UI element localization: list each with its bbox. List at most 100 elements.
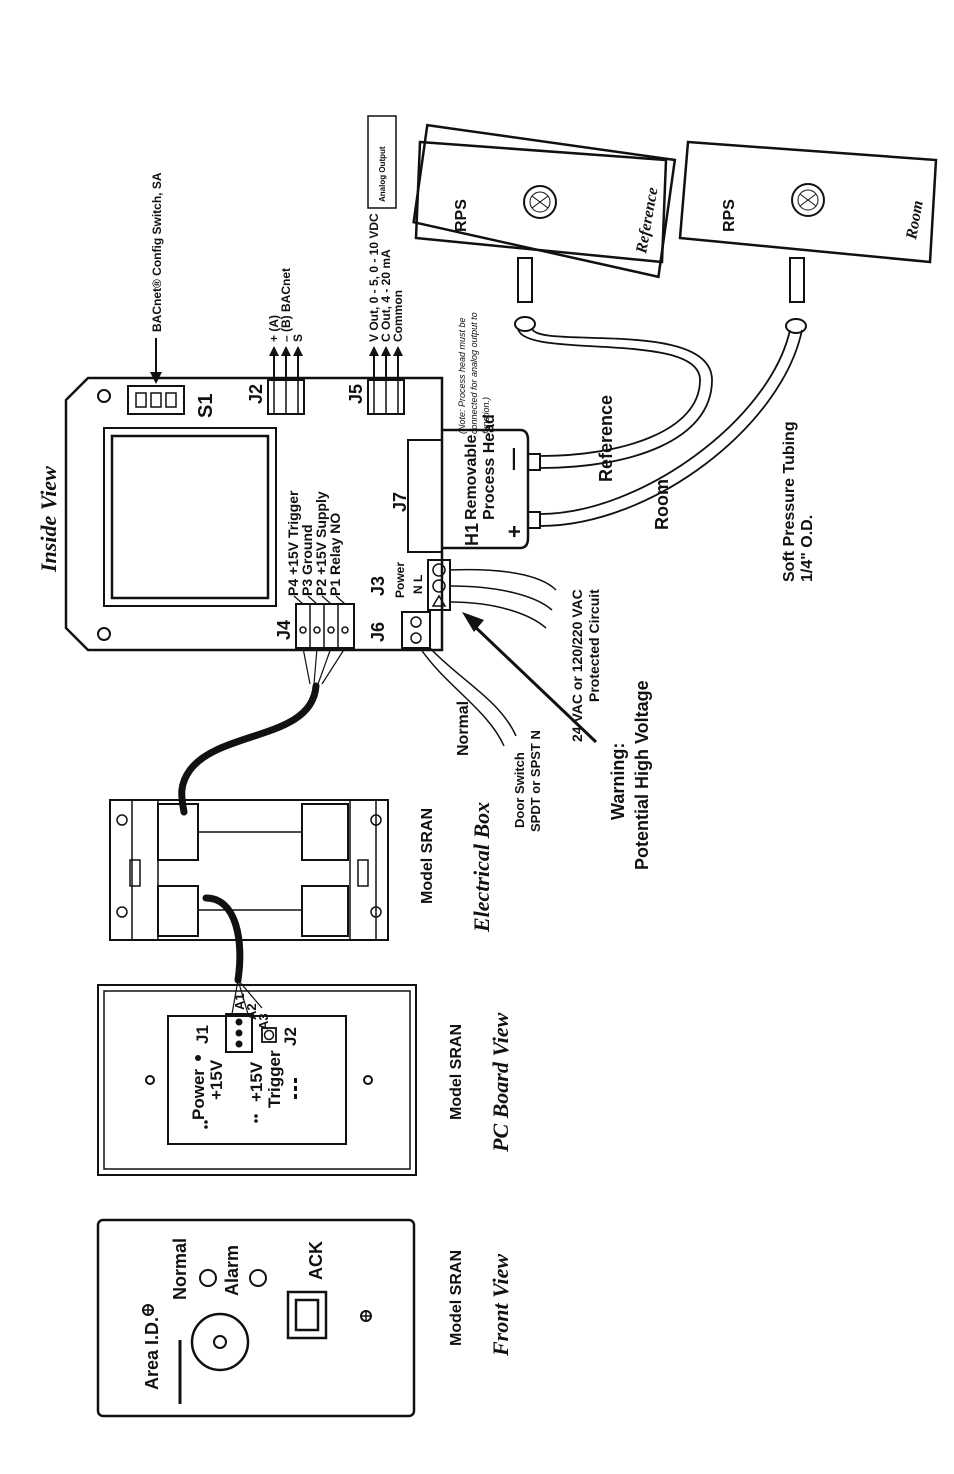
pcb-j1-label: J1 <box>193 1025 212 1044</box>
box-outline <box>109 799 389 941</box>
j4-pin-p4: P4 +15V Trigger <box>285 490 301 596</box>
analog-output-label: Analog Output <box>378 146 387 202</box>
pcboard-view-title: PC Board View <box>488 1012 513 1153</box>
rps-ref-label: RPS <box>453 199 470 232</box>
h1-note-3: function.) <box>481 397 491 434</box>
s1-callout: BACnet® Config Switch, SA <box>150 172 164 332</box>
j3-label: J3 <box>368 576 388 596</box>
normal-led <box>199 1269 217 1287</box>
j2-pin-b: – (B) BACnet <box>279 268 293 342</box>
front-view-title: Front View <box>488 1254 513 1357</box>
mount-hole-top <box>97 389 111 403</box>
pcb-j1-header <box>225 1013 253 1053</box>
j5-pin-common: Common <box>391 290 405 342</box>
j4-pin-p1: P1 Relay NO <box>327 513 343 596</box>
mount-hole-bottom <box>97 627 111 641</box>
pcb-board <box>167 1015 347 1145</box>
j7-label: J7 <box>390 492 410 512</box>
pcboard-model-label: Model SRAN <box>448 1024 465 1120</box>
pc-board-plate: A1 A2 A3 J1 J2 Power +15V +15V Trigger <box>97 979 417 1176</box>
ack-label: ACK <box>306 1241 326 1280</box>
alarm-led-label: Alarm <box>222 1245 242 1296</box>
buzzer-center <box>213 1335 227 1349</box>
h1-label: H1 <box>462 523 482 546</box>
j5-pin-c: C Out, 4 - 20 mA <box>379 249 393 342</box>
alarm-led <box>249 1269 267 1287</box>
front-plate-outline <box>96 1218 416 1418</box>
rps-room-plate: RPS Room <box>678 140 938 303</box>
pcb-power-label: Power <box>189 1069 208 1120</box>
j2-pin-a: + (A) <box>267 315 281 342</box>
power-wiring: 24 VAC or 120/220 VAC Protected Circuit … <box>419 568 652 870</box>
j7-block <box>407 439 443 553</box>
reference-port <box>527 453 541 471</box>
pcb-15v-2: +15V <box>247 1061 266 1102</box>
h1-note-2: connected for analog output to <box>469 312 479 434</box>
electrical-box <box>109 799 389 984</box>
j4-pin-p3: P3 Ground <box>299 524 315 596</box>
j3-power-label: Power <box>393 562 407 598</box>
power-spec-2: Protected Circuit <box>586 589 602 702</box>
j2-arrows <box>269 346 303 378</box>
pcb-trigger-label: Trigger <box>265 1050 284 1108</box>
h1-plus: + <box>502 525 527 538</box>
normal-label: Normal <box>455 701 472 756</box>
area-id-label: Area I.D. <box>142 1317 162 1390</box>
front-model-label: Model SRAN <box>448 1250 465 1346</box>
analog-output-box <box>367 115 397 209</box>
pcb-a2: A2 <box>244 1003 259 1020</box>
room-port <box>527 511 541 529</box>
tube-reference-label: Reference <box>596 395 616 482</box>
ack-button[interactable] <box>286 1290 328 1340</box>
j6-label: J6 <box>368 622 388 642</box>
h1-removable: Removable <box>463 435 480 520</box>
pcb-j2-label: J2 <box>281 1027 300 1046</box>
s1-label: S1 <box>195 394 217 418</box>
j5-pin-v: V Out, 0 - 5, 0 - 10 VDC <box>367 213 381 342</box>
h1-process-head: Process Head <box>481 414 498 520</box>
j3-nl-label: N L <box>411 575 425 594</box>
warning-label-2: Potential High Voltage <box>632 680 652 870</box>
h1-note-1: (Note: Process head must be <box>457 317 467 434</box>
ground-symbol <box>431 594 447 607</box>
j4-cable <box>178 647 346 816</box>
box-tab-1 <box>157 803 199 861</box>
tubing-spec-2: 1/4" O.D. <box>799 515 816 582</box>
pcb-plate-inner <box>103 990 411 1170</box>
box-tab-4 <box>301 885 349 937</box>
pcb-a1: A1 <box>232 993 247 1010</box>
warning-arrow-head <box>462 612 484 632</box>
pcb-plate-outer <box>97 984 417 1176</box>
j2-pin-s: S <box>291 334 305 342</box>
process-head-h1: H1 Removable Process Head + — (Note: Pro… <box>442 312 541 550</box>
board-outline <box>64 376 444 652</box>
controller-board: S1 BACnet® Config Switch, SA J2 + (A) – … <box>64 115 451 652</box>
door-switch-1: Door Switch <box>512 752 527 828</box>
display-inner <box>110 434 270 600</box>
j5-arrows <box>369 346 403 378</box>
warning-arrow-shaft <box>468 620 598 744</box>
pressure-tubing: Reference Room Soft Pressure Tubing 1/4"… <box>514 316 816 582</box>
s1-switch <box>127 385 185 415</box>
j3-terminal <box>427 559 451 611</box>
rps-ref-fitting <box>517 257 533 303</box>
warning-label-1: Warning: <box>608 743 628 820</box>
buzzer-outer <box>190 1312 250 1372</box>
door-switch-2: SPDT or SPST N <box>528 730 543 832</box>
pcb-a3: A3 <box>256 1013 271 1030</box>
tubing-spec-1: Soft Pressure Tubing <box>781 421 798 582</box>
normal-led-label: Normal <box>170 1238 190 1300</box>
rps-reference-plate: RPS Reference <box>412 123 677 303</box>
electrical-box-title: Electrical Box <box>469 802 494 933</box>
box-tab-2 <box>157 885 199 937</box>
electrical-model-label: Model SRAN <box>419 808 436 904</box>
rps-room-port: Room <box>903 199 927 241</box>
tube-room-label: Room <box>652 479 672 530</box>
rps-room-label: RPS <box>721 199 738 232</box>
h1-minus: — <box>500 448 525 470</box>
j4-label: J4 <box>274 620 294 640</box>
pcb-j2-pot <box>261 1027 277 1043</box>
j4-connector <box>295 603 355 649</box>
front-plate: Area I.D. Normal Alarm ACK <box>96 1218 416 1418</box>
